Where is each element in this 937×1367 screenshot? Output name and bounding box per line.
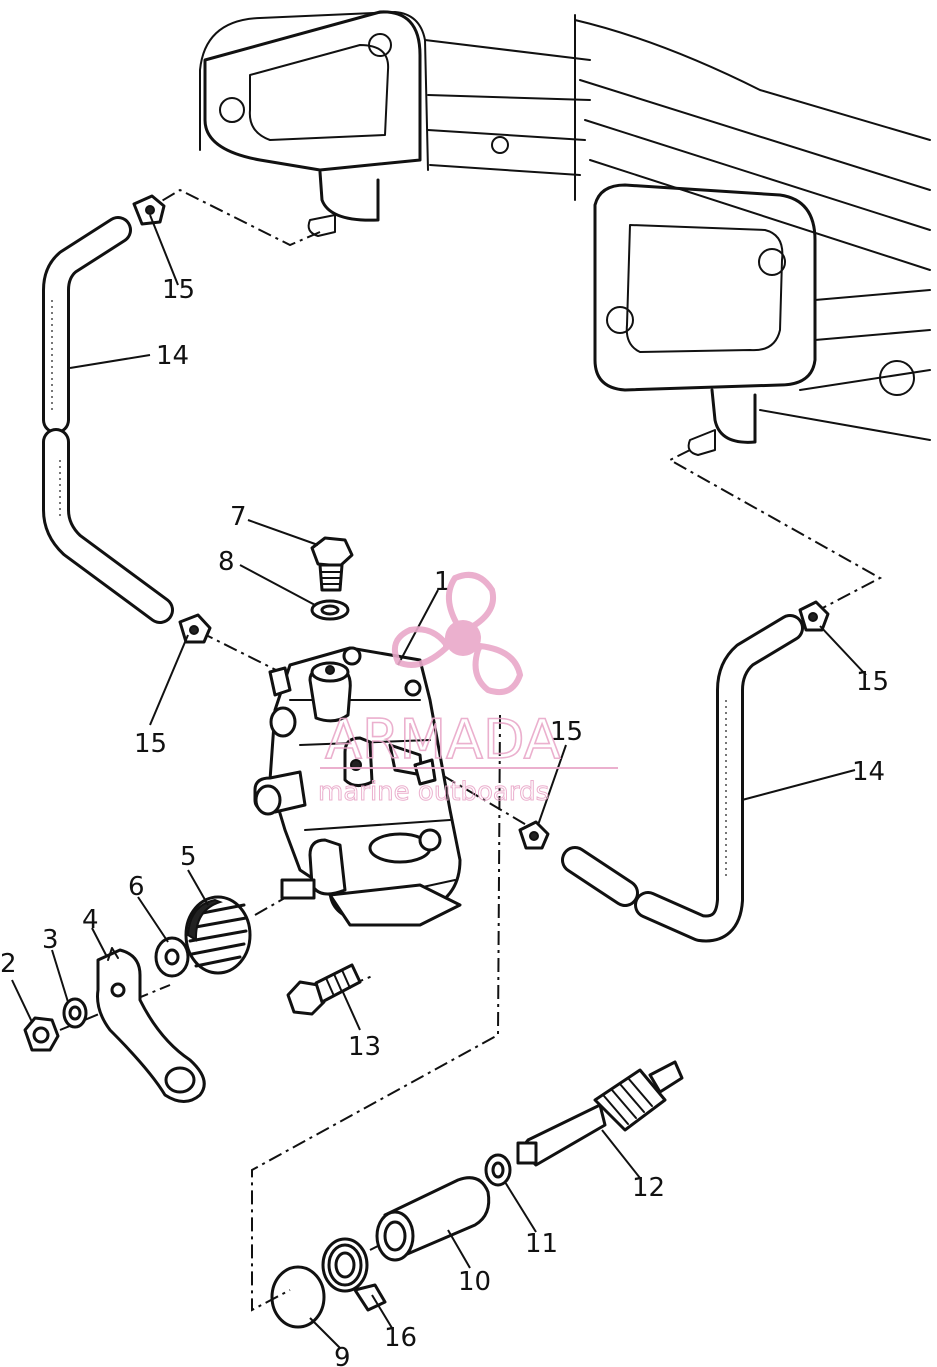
cylinder-block-top <box>199 10 591 237</box>
hose-clip-2 <box>178 613 212 644</box>
callout-5: 5 <box>180 842 197 872</box>
hose-clip-4 <box>518 820 550 850</box>
callout-11: 11 <box>525 1229 558 1259</box>
washer-3 <box>62 997 88 1029</box>
callout-15-mid: 15 <box>550 717 583 747</box>
cylinder-block-right <box>574 14 931 456</box>
spring-5 <box>184 895 252 975</box>
callout-16: 16 <box>384 1323 417 1353</box>
callout-9: 9 <box>334 1343 351 1367</box>
armada-watermark: ARMADA marine outboards <box>318 572 618 808</box>
callout-10: 10 <box>458 1267 491 1297</box>
callout-4: 4 <box>82 905 99 935</box>
fuel-pump-body <box>253 646 462 927</box>
washer-8 <box>310 599 350 621</box>
watermark-tagline: marine outboards <box>318 777 549 807</box>
callout-12: 12 <box>632 1173 665 1203</box>
sleeve-10 <box>375 1176 491 1262</box>
callout-15-top: 15 <box>162 275 195 305</box>
callout-14-right: 14 <box>852 757 885 787</box>
bolt-7 <box>310 536 354 592</box>
callout-8: 8 <box>218 547 235 577</box>
bolt-13 <box>286 963 362 1016</box>
clip-11 <box>484 1153 512 1187</box>
callout-2: 2 <box>0 949 17 979</box>
drive-shaft-12 <box>516 1060 684 1167</box>
callout-6: 6 <box>128 872 145 902</box>
hose-clip-1 <box>132 194 166 226</box>
callout-3: 3 <box>42 925 59 955</box>
hose-left <box>42 216 174 624</box>
callout-1: 1 <box>434 567 451 597</box>
lever-4 <box>96 947 206 1103</box>
callout-7: 7 <box>230 502 247 532</box>
callout-13: 13 <box>348 1032 381 1062</box>
washer-6 <box>154 936 190 978</box>
callout-15-right: 15 <box>856 667 889 697</box>
callout-15-left: 15 <box>134 729 167 759</box>
o-ring-9 <box>270 1265 326 1329</box>
callout-14-left: 14 <box>156 341 189 371</box>
propeller-logo <box>392 572 524 696</box>
hose-clip-3 <box>798 600 830 632</box>
watermark-brand: ARMADA <box>325 708 561 771</box>
callout-labels: 1 2 3 4 5 6 7 8 9 10 11 12 13 14 14 15 1… <box>0 275 889 1367</box>
nut-2 <box>23 1016 60 1052</box>
hose-right <box>561 614 804 943</box>
